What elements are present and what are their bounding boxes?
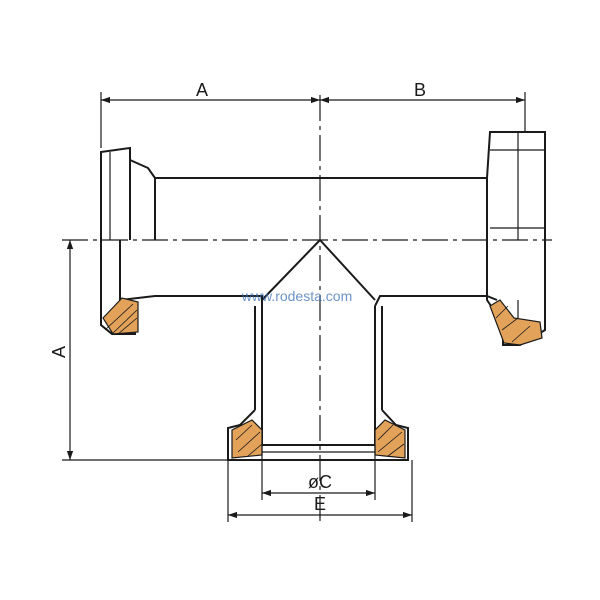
dimension-a-top [100,92,320,148]
dimension-a-side [62,240,228,461]
weld-hatch-branch-right [374,419,406,459]
dimension-c [261,445,376,500]
dimension-b [320,92,526,132]
dimension-b-label: B [414,80,426,100]
dimension-a-side-label: A [49,346,69,358]
branch-pipe [227,239,409,461]
center-lines [62,95,552,525]
dimension-c-label: øC [308,472,332,492]
dimension-a-top-label: A [196,80,208,100]
weld-hatch-branch-left [231,419,263,459]
weld-hatch-left [102,297,139,335]
weld-hatch-right [489,299,543,346]
dimension-e [227,460,413,522]
dimension-e-label: E [314,494,326,514]
run-pipe-upper [100,131,546,240]
watermark-text: www.rodesta.com [241,288,352,304]
